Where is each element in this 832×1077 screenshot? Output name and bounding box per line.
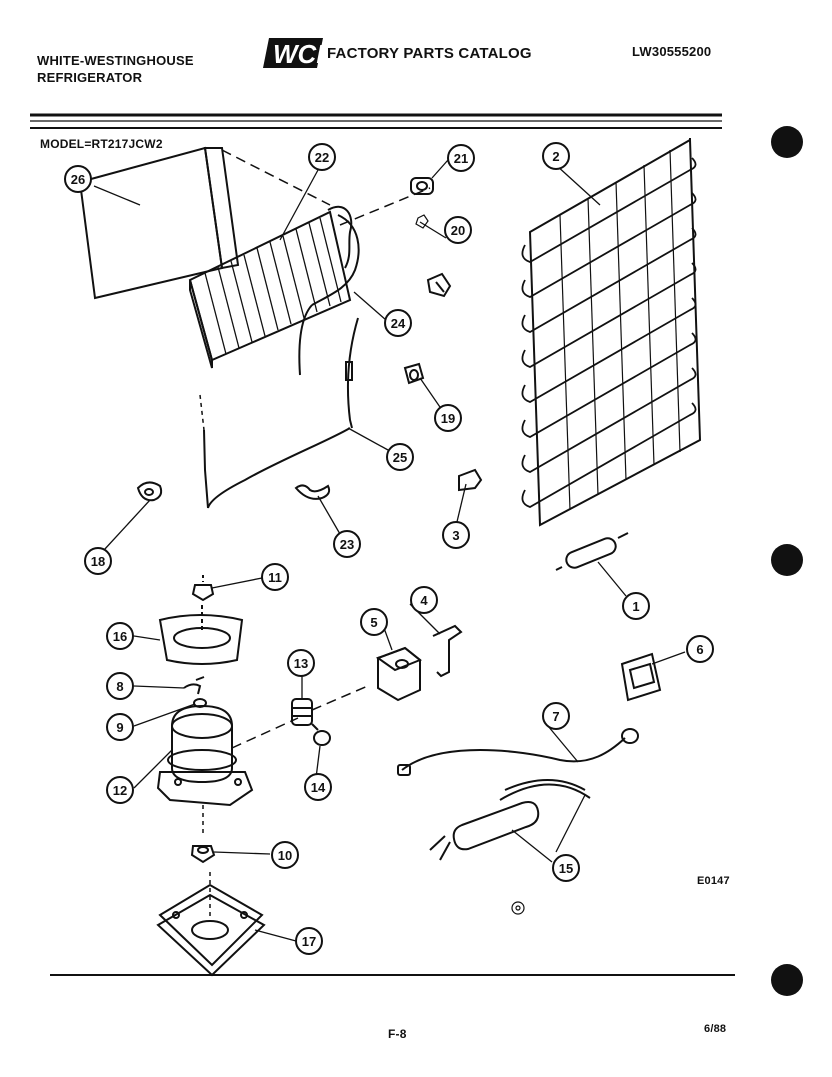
- power-cord: [397, 728, 639, 776]
- relay: [291, 684, 371, 726]
- callout-7: 7: [542, 702, 570, 730]
- ink-smudge: [511, 901, 525, 915]
- wci-logo: WCI: [263, 38, 324, 69]
- svg-text:16: 16: [113, 629, 127, 644]
- punch-hole: [771, 544, 803, 576]
- svg-text:19: 19: [441, 411, 455, 426]
- brand-line-1: WHITE-WESTINGHOUSE: [37, 53, 194, 68]
- svg-text:17: 17: [302, 934, 316, 949]
- callout-18: 18: [84, 547, 112, 575]
- drain-grommet: [410, 177, 434, 229]
- callout-17: 17: [295, 927, 323, 955]
- svg-text:20: 20: [451, 223, 465, 238]
- svg-text:4: 4: [420, 593, 428, 608]
- svg-text:15: 15: [559, 861, 573, 876]
- leader-lines: [93, 159, 686, 942]
- capacitor-and-strap: [429, 779, 591, 861]
- svg-text:22: 22: [315, 150, 329, 165]
- callout-3: 3: [442, 521, 470, 549]
- condenser: [521, 138, 702, 527]
- svg-text:26: 26: [71, 172, 85, 187]
- callout-9: 9: [106, 713, 134, 741]
- tube-clip: [426, 272, 452, 298]
- svg-text:2: 2: [552, 149, 559, 164]
- callout-12: 12: [106, 776, 134, 804]
- callout-2: 2: [542, 142, 570, 170]
- svg-text:21: 21: [454, 151, 468, 166]
- clip-23: [294, 484, 331, 500]
- capillary-tube: [199, 317, 359, 509]
- svg-text:23: 23: [340, 537, 354, 552]
- terminal-cover: [158, 605, 244, 665]
- callout-20: 20: [444, 216, 472, 244]
- punch-hole: [771, 126, 803, 158]
- callout-22: 22: [308, 143, 336, 171]
- callout-21: 21: [447, 144, 475, 172]
- page-number: F-8: [388, 1027, 407, 1041]
- svg-text:13: 13: [294, 656, 308, 671]
- svg-text:10: 10: [278, 848, 292, 863]
- nut-10: [190, 845, 216, 864]
- callout-23: 23: [333, 530, 361, 558]
- callout-19: 19: [434, 404, 462, 432]
- callout-1: 1: [622, 592, 650, 620]
- callout-14: 14: [304, 773, 332, 801]
- callout-10: 10: [271, 841, 299, 869]
- svg-text:WCI: WCI: [273, 39, 324, 69]
- model-label: MODEL=RT217JCW2: [40, 137, 163, 151]
- mounting-clamp: [620, 652, 662, 702]
- svg-text:9: 9: [116, 720, 123, 735]
- svg-text:18: 18: [91, 554, 105, 569]
- svg-text:6: 6: [696, 642, 703, 657]
- insulation-panel: [78, 146, 331, 300]
- evaporator: [188, 187, 431, 376]
- callout-15: 15: [552, 854, 580, 882]
- catalog-number: LW30555200: [632, 44, 712, 59]
- callout-24: 24: [384, 309, 412, 337]
- clip-3: [458, 468, 483, 492]
- svg-text:7: 7: [552, 709, 559, 724]
- catalog-title: FACTORY PARTS CATALOG: [327, 45, 532, 62]
- callout-4: 4: [410, 586, 438, 614]
- svg-text:14: 14: [311, 780, 326, 795]
- compressor-base: [156, 872, 266, 977]
- clip-19: [403, 362, 425, 385]
- svg-text:24: 24: [391, 316, 406, 331]
- relay-box: [375, 646, 422, 702]
- compressor: [156, 704, 299, 835]
- punch-hole: [771, 964, 803, 996]
- callout-25: 25: [386, 443, 414, 471]
- overload-protector: [311, 723, 331, 746]
- svg-text:8: 8: [116, 679, 123, 694]
- revision-date: 6/88: [704, 1023, 727, 1035]
- nut-11: [191, 575, 215, 602]
- callout-5: 5: [360, 608, 388, 636]
- callout-11: 11: [261, 563, 289, 591]
- filter-drier: [555, 532, 629, 571]
- diagram-code: E0147: [697, 875, 730, 887]
- svg-text:11: 11: [268, 570, 282, 585]
- grommet-18: [136, 481, 163, 502]
- svg-text:5: 5: [370, 615, 377, 630]
- svg-text:25: 25: [393, 450, 407, 465]
- brand-line-2: REFRIGERATOR: [37, 70, 143, 85]
- callout-6: 6: [686, 635, 714, 663]
- callout-8: 8: [106, 672, 134, 700]
- svg-text:12: 12: [113, 783, 127, 798]
- callout-16: 16: [106, 622, 134, 650]
- bracket-4: [432, 624, 463, 678]
- clip-8: [183, 676, 205, 695]
- svg-text:3: 3: [452, 528, 459, 543]
- callout-26: 26: [64, 165, 92, 193]
- callout-13: 13: [287, 649, 315, 677]
- svg-text:1: 1: [632, 599, 639, 614]
